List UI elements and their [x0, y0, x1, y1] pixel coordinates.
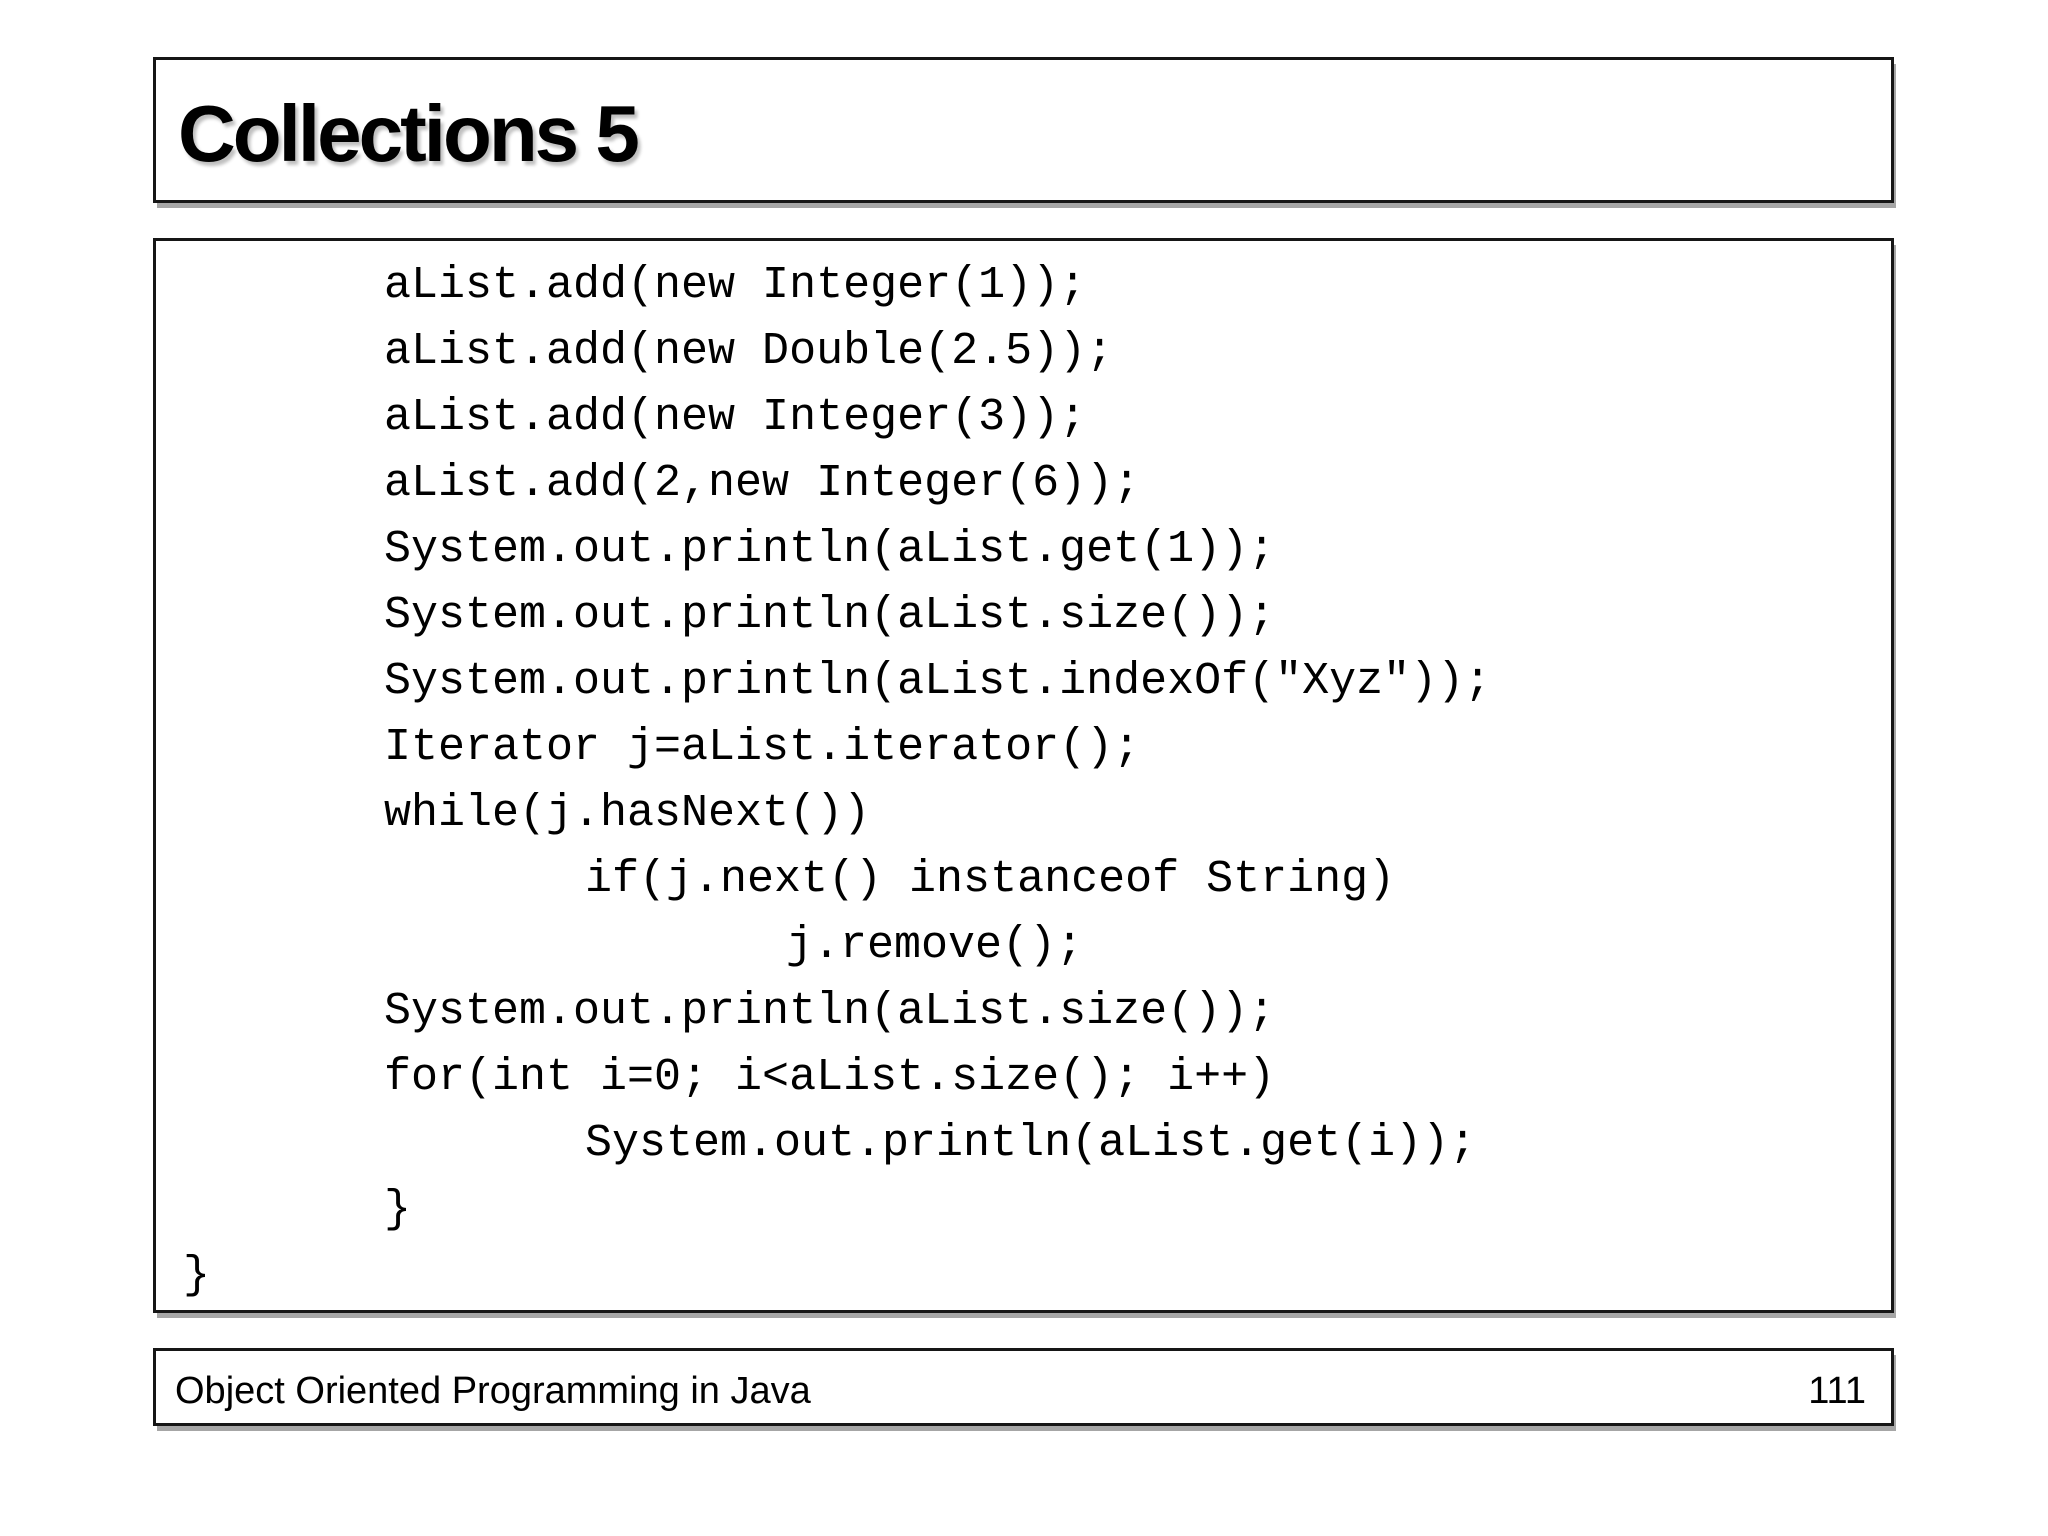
slide-title: Collections 5: [178, 89, 640, 178]
footer-course-title: Object Oriented Programming in Java: [175, 1370, 811, 1412]
code-panel: aList.add(new Integer(1)); aList.add(new…: [153, 238, 1894, 1313]
footer-bar: Object Oriented Programming in Java 111: [153, 1348, 1894, 1426]
page-number: 111: [1808, 1370, 1866, 1412]
code-block: aList.add(new Integer(1)); aList.add(new…: [183, 260, 1492, 1301]
title-box: Collections 5: [153, 57, 1894, 203]
